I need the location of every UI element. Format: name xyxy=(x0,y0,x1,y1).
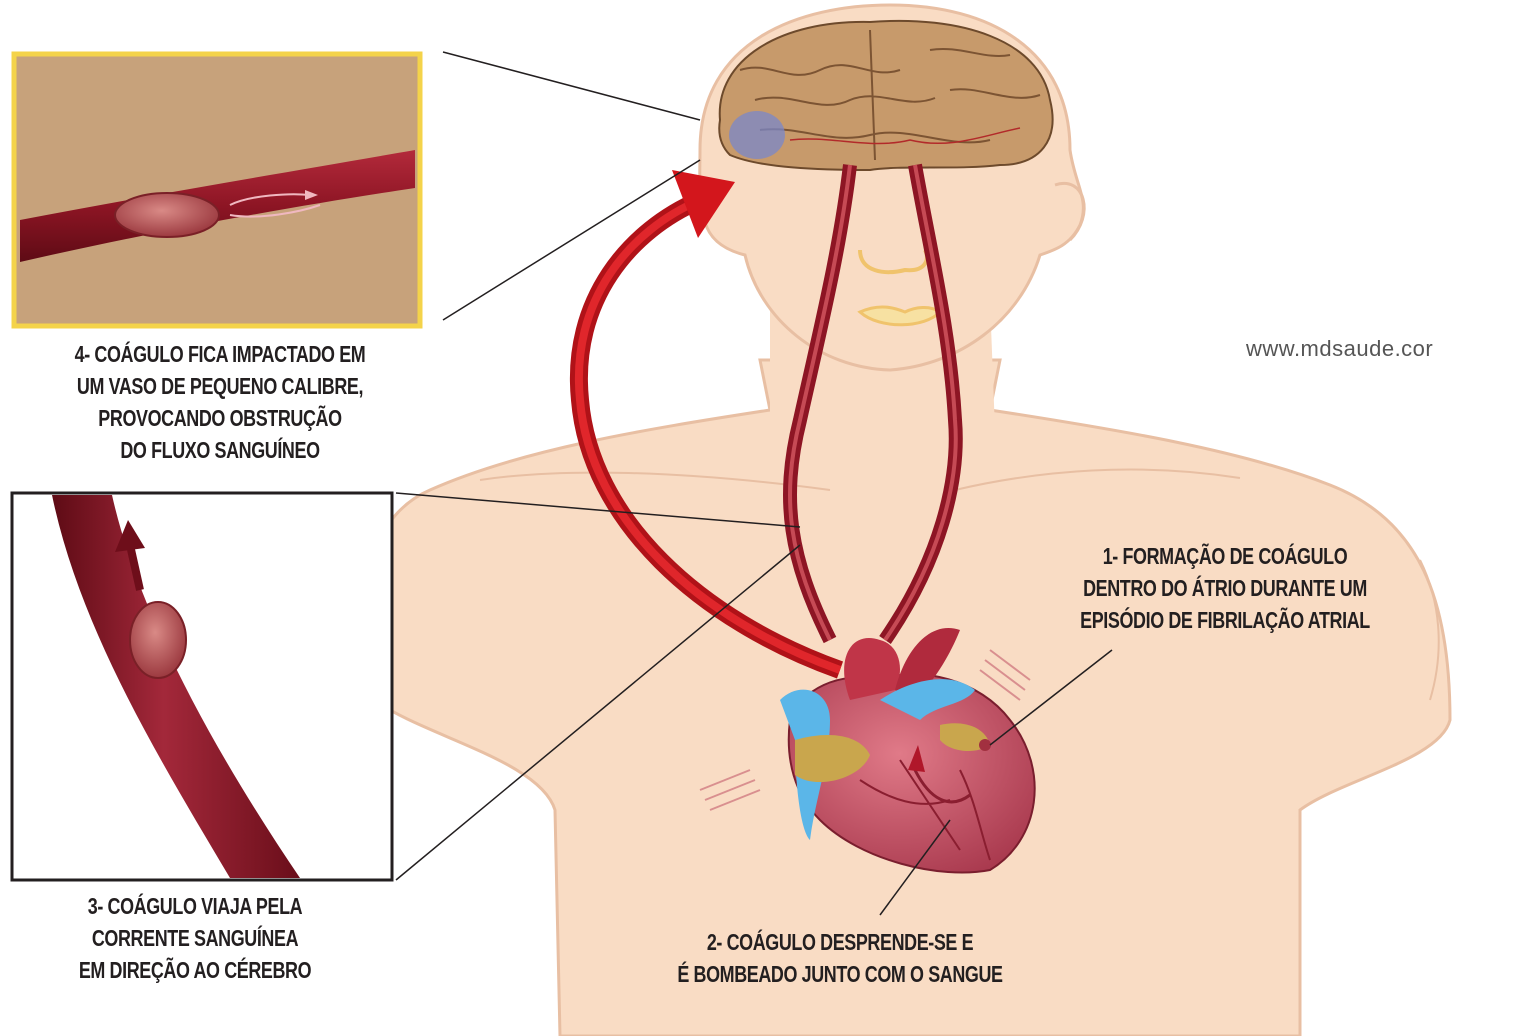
inset-blocked-vessel xyxy=(14,54,420,326)
caption-step-1-line-3: EPISÓDIO DE FIBRILAÇÃO ATRIAL xyxy=(1042,604,1409,636)
caption-step-4: 4- COÁGULO FICA IMPACTADO EM UM VASO DE … xyxy=(41,338,400,466)
caption-step-1-line-2: DENTRO DO ÁTRIO DURANTE UM xyxy=(1042,572,1409,604)
brain xyxy=(719,21,1052,170)
caption-step-4-line-2: UM VASO DE PEQUENO CALIBRE, xyxy=(41,370,400,402)
caption-step-3: 3- COÁGULO VIAJA PELA CORRENTE SANGUÍNEA… xyxy=(39,890,351,986)
caption-step-4-line-4: DO FLUXO SANGUÍNEO xyxy=(41,434,400,466)
affected-brain-area xyxy=(729,111,785,159)
clot-traveling xyxy=(130,602,186,678)
caption-step-1: 1- FORMAÇÃO DE COÁGULO DENTRO DO ÁTRIO D… xyxy=(1042,540,1409,636)
caption-step-1-line-1: 1- FORMAÇÃO DE COÁGULO xyxy=(1042,540,1409,572)
caption-step-4-line-1: 4- COÁGULO FICA IMPACTADO EM xyxy=(41,338,400,370)
caption-step-3-line-3: EM DIREÇÃO AO CÉREBRO xyxy=(39,954,351,986)
caption-step-4-line-3: PROVOCANDO OBSTRUÇÃO xyxy=(41,402,400,434)
watermark: www.mdsaude.cor xyxy=(1246,336,1433,362)
caption-step-3-line-2: CORRENTE SANGUÍNEA xyxy=(39,922,351,954)
caption-step-2-line-1: 2- COÁGULO DESPRENDE-SE E xyxy=(645,926,1035,958)
inset-traveling-clot xyxy=(12,493,392,880)
caption-step-2: 2- COÁGULO DESPRENDE-SE E É BOMBEADO JUN… xyxy=(645,926,1035,990)
caption-step-2-line-2: É BOMBEADO JUNTO COM O SANGUE xyxy=(645,958,1035,990)
clot-lodged xyxy=(115,193,219,237)
caption-step-3-line-1: 3- COÁGULO VIAJA PELA xyxy=(39,890,351,922)
